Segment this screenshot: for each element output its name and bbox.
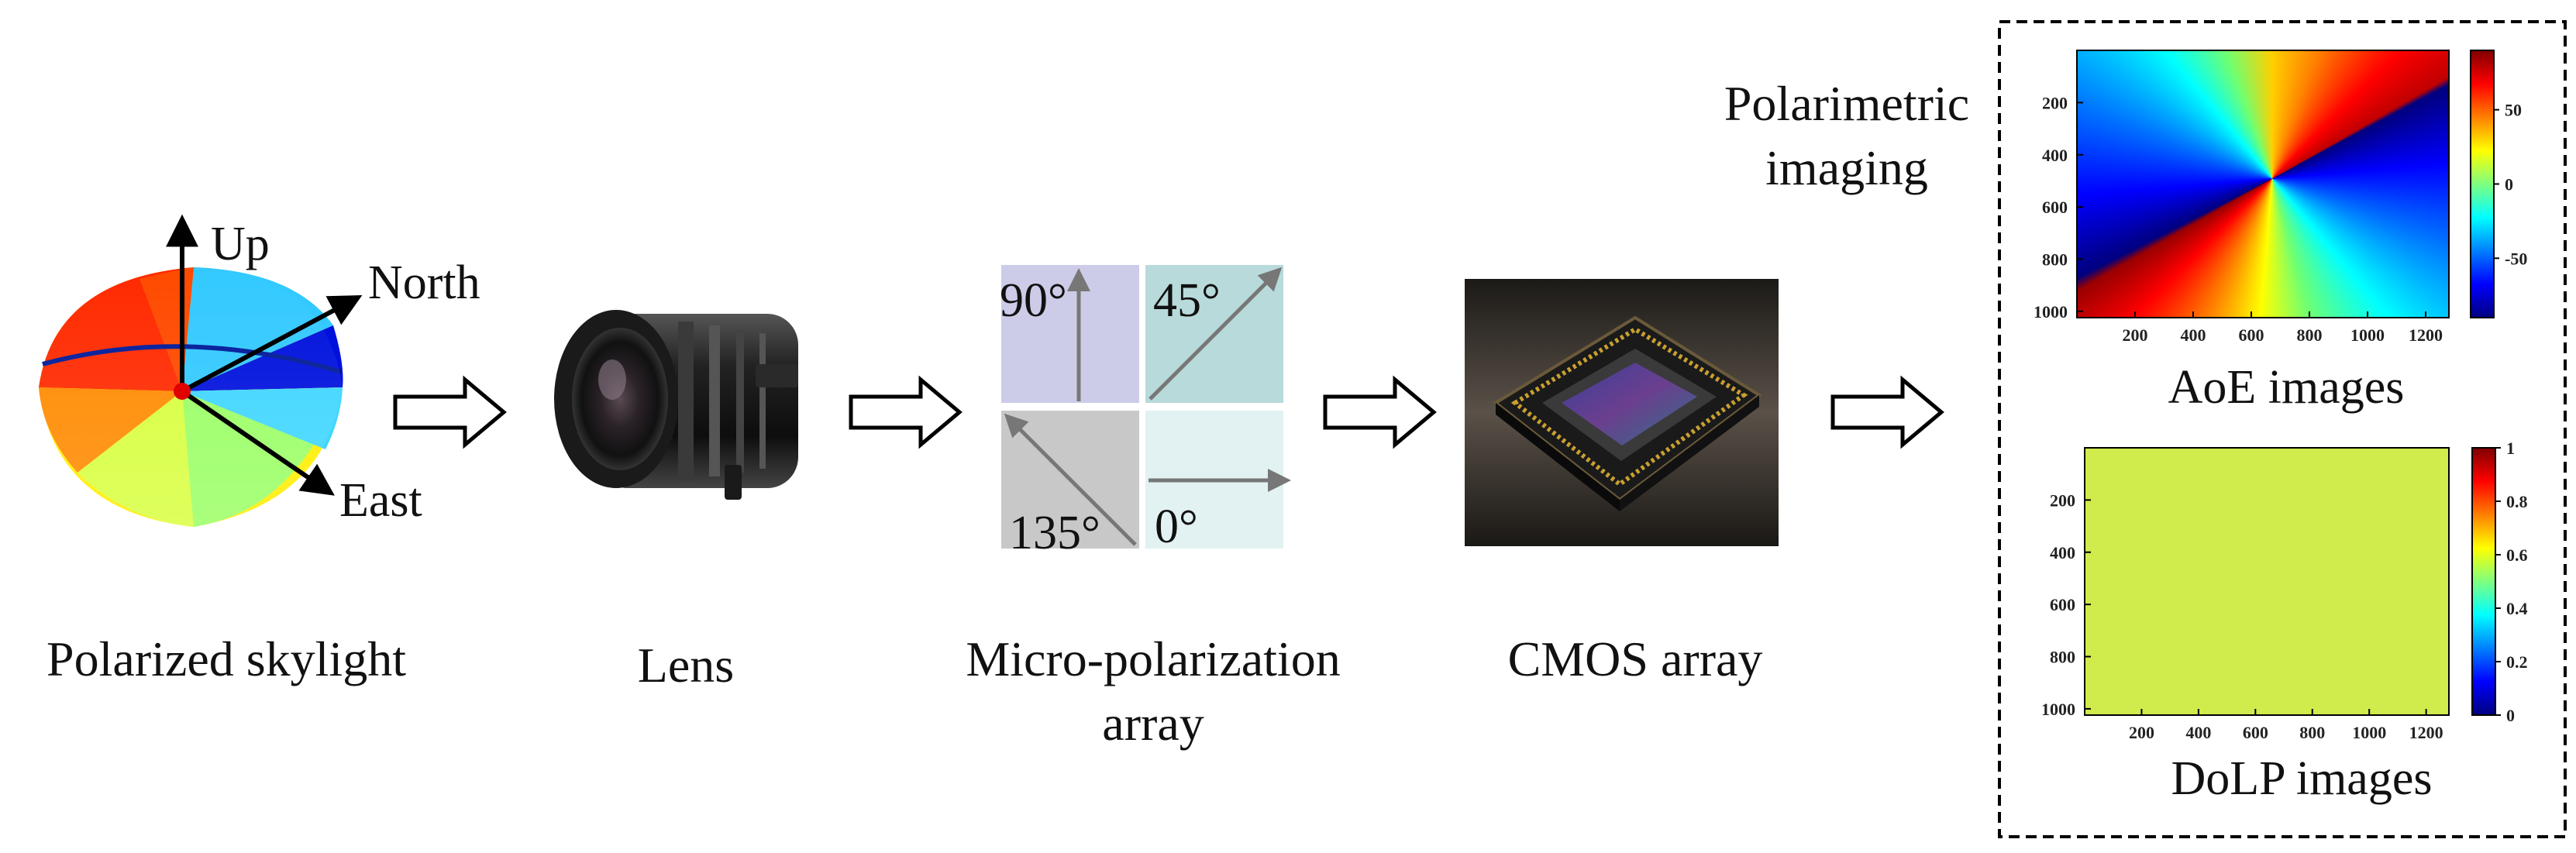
dolp-colorbar-tick-label: 0.8 [2506,492,2528,511]
cmos-image [1465,279,1779,546]
north-label: North [368,256,480,309]
aoe-colorbar-tick-label: -50 [2505,249,2527,268]
skylight-axes [166,214,363,496]
aoe-title: AoE images [2168,361,2405,414]
polarimetric-heading-line1: Polarimetric [1724,76,1969,131]
east-arrow [181,389,335,496]
aoe-y-tick-label: 800 [2042,250,2068,270]
dolp-y-tick-label: 400 [2050,543,2075,562]
aoe-frame [2076,50,2450,318]
dolp-x-tick-label: 800 [2299,723,2325,742]
aoe-x-tick-label: 800 [2297,325,2323,345]
dolp-plot: 200 400 600 800 1000 200 400 600 800 1000 1200 1 0… [2041,439,2528,742]
dolp-x-tick-label: 1200 [2409,723,2443,742]
arrow-135 [1004,413,1137,546]
aoe-x-tick-label: 1200 [2409,325,2443,345]
angle-0-label: 0° [1155,500,1198,553]
north-arrow [181,295,363,394]
aoe-x-tick-label: 400 [2181,325,2206,345]
dolp-title: DoLP images [2171,752,2433,805]
dolp-image [2084,447,2450,716]
aoe-plot: 200 400 600 800 1000 200 400 600 800 1000 1200 50… [2034,50,2527,345]
arrow-1 [393,375,507,449]
micro-label-line1: Micro-polarization [966,631,1340,686]
dolp-x-tick-label: 400 [2185,723,2211,742]
lens-image [554,310,798,500]
aoe-y-tick-label: 400 [2042,146,2068,165]
aoe-x-tick-label: 200 [2123,325,2148,345]
dolp-x-tick-label: 200 [2129,723,2154,742]
micro-label-line2: array [1102,696,1204,751]
cmos-label: CMOS array [1508,631,1763,686]
aoe-x-tick-label: 1000 [2350,325,2385,345]
micro-polarization-array [1001,265,1291,549]
polarimetric-heading-line2: imaging [1765,140,1928,195]
dolp-colorbar-tick-label: 1 [2506,439,2515,458]
arrow-2 [849,375,963,449]
dolp-x-tick-label: 1000 [2352,723,2386,742]
dolp-colorbar-tick-label: 0.6 [2506,545,2528,565]
dolp-y-tick-label: 600 [2050,595,2075,614]
angle-90-label: 90° [1000,274,1067,327]
aoe-colorbar-tick-label: 50 [2505,101,2522,120]
dolp-colorbar-tick-label: 0.4 [2506,599,2528,618]
dolp-y-tick-label: 800 [2050,648,2075,667]
arrow-4 [1830,375,1944,449]
dolp-colorbar [2471,447,2496,716]
aoe-colorbar [2470,50,2495,318]
aoe-image [2077,50,2449,318]
dolp-colorbar-tick-label: 0 [2506,706,2515,725]
aoe-y-tick-label: 200 [2042,93,2068,112]
up-label: Up [211,218,270,270]
dolp-y-tick-label: 1000 [2041,700,2075,719]
imaging-panel-border [1998,20,2567,838]
arrow-45 [1149,267,1283,401]
angle-45-label: 45° [1153,274,1221,327]
dolp-x-tick-label: 600 [2243,723,2268,742]
angle-135-label: 135° [1009,507,1100,559]
lens-label: Lens [638,638,734,693]
aoe-colorbar-tick-label: 0 [2505,175,2513,194]
east-label: East [339,474,422,527]
origin-dot [174,383,191,400]
skylight-label: Polarized skylight [46,631,406,686]
aoe-y-tick-label: 600 [2042,198,2068,217]
aoe-x-tick-label: 600 [2239,325,2264,345]
dolp-y-tick-label: 200 [2050,490,2075,510]
arrow-3 [1323,375,1437,449]
dolp-colorbar-tick-label: 0.2 [2506,652,2528,672]
aoe-y-tick-label: 1000 [2034,302,2068,322]
